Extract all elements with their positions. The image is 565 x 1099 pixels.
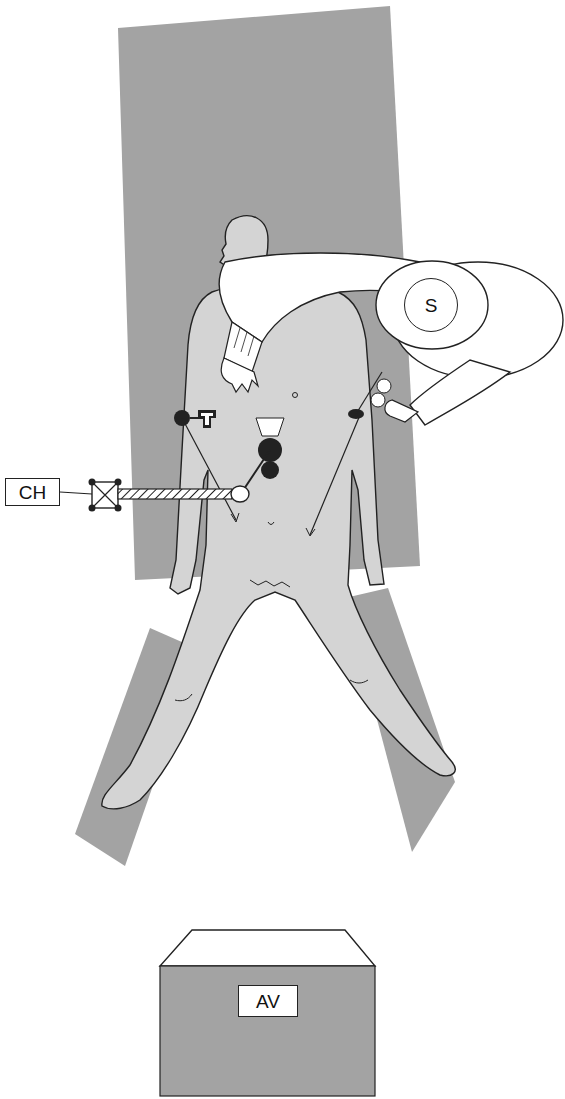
holder-joint xyxy=(231,486,249,502)
node-label: CH xyxy=(19,483,46,502)
trocar-t xyxy=(198,410,216,428)
nipple xyxy=(293,393,298,398)
instrument-tip xyxy=(231,513,239,522)
pubic-line xyxy=(250,580,290,587)
holder-cross xyxy=(92,482,118,508)
surgeon-head xyxy=(376,261,488,349)
instrument-tip xyxy=(306,528,315,536)
surgeon-label-circle: S xyxy=(404,278,458,332)
holder-clamp xyxy=(92,482,118,508)
holder-arm xyxy=(118,489,232,499)
node-label: AV xyxy=(256,992,280,1011)
bolt xyxy=(89,479,96,486)
trocar-t-inner xyxy=(201,413,213,425)
knee-line xyxy=(175,694,192,701)
port-cone xyxy=(256,418,284,436)
camera-link xyxy=(242,450,270,492)
instrument-handle xyxy=(371,393,385,407)
instrument-handle xyxy=(377,379,391,393)
instrument-shaft xyxy=(310,415,360,535)
patient-body xyxy=(102,276,455,809)
av-tower-front xyxy=(160,966,375,1096)
bolt xyxy=(89,505,96,512)
surgeon-right-arm xyxy=(410,360,510,425)
cuff-lines xyxy=(234,328,254,356)
av-tower-top xyxy=(160,930,375,966)
knee-line xyxy=(350,680,368,683)
surgeon-left-hand xyxy=(221,358,258,392)
instrument-shaft xyxy=(182,418,236,520)
label-box: AV xyxy=(238,985,298,1017)
node-label: S xyxy=(425,296,438,315)
bolt xyxy=(115,505,122,512)
bolt xyxy=(115,479,122,486)
label-box: CH xyxy=(5,478,60,506)
navel xyxy=(268,522,274,525)
camera-head xyxy=(261,461,279,479)
surgeon-right-hand xyxy=(385,400,418,422)
leader-line xyxy=(60,492,92,494)
